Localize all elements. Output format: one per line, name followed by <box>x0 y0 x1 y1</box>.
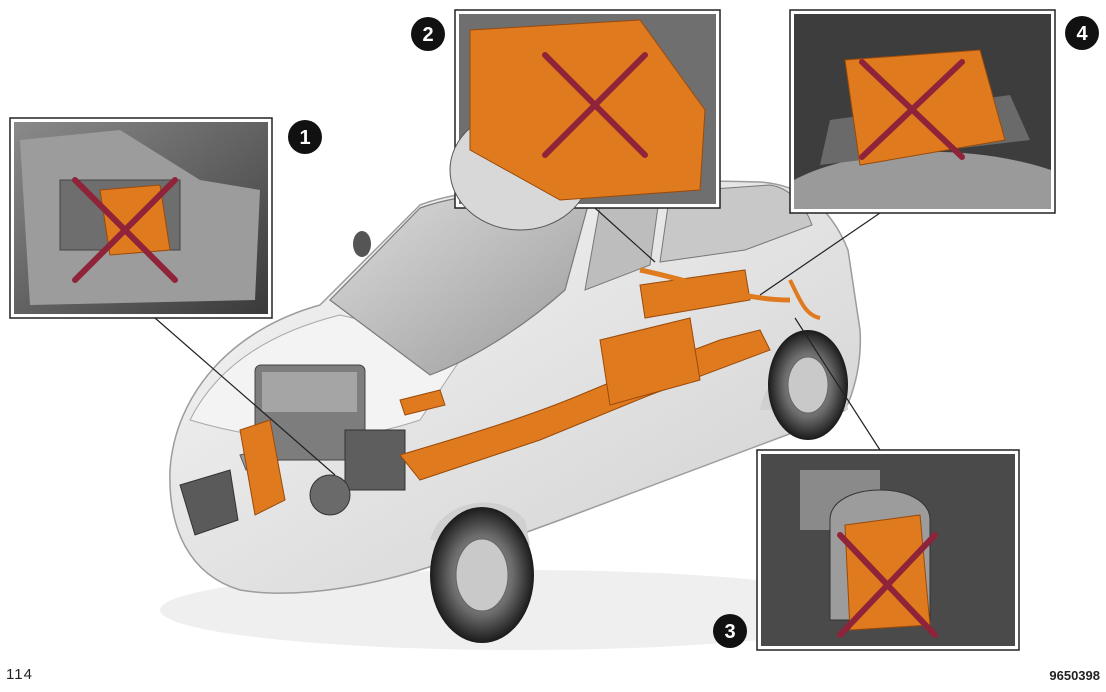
cross-mark-icon <box>542 52 648 158</box>
svg-text:3: 3 <box>724 621 735 643</box>
inset-2 <box>449 9 721 231</box>
number-badge-icon <box>713 614 747 648</box>
callout-badge-2: 2 <box>411 17 445 51</box>
cross-mark-icon <box>837 532 938 638</box>
number-badge-icon <box>288 120 322 154</box>
number-badge-icon <box>1065 16 1099 50</box>
leader-2 <box>594 207 656 263</box>
page-number: 114 <box>6 666 33 683</box>
figure-id: 9650398 <box>1049 668 1100 683</box>
callout-badge-4: 4 <box>1065 16 1099 50</box>
leader-4 <box>759 212 881 296</box>
svg-text:2: 2 <box>422 24 433 46</box>
inset-3 <box>756 449 1020 651</box>
car-illustration <box>160 180 880 650</box>
svg-text:4: 4 <box>1076 23 1088 45</box>
callout-badge-1: 1 <box>288 120 322 154</box>
callout-leaders <box>154 207 881 476</box>
leader-1 <box>154 317 336 476</box>
inset-3-hv-part <box>844 514 931 631</box>
car-grille <box>179 469 239 536</box>
leader-3 <box>794 317 881 451</box>
callout-badge-3: 3 <box>713 614 747 648</box>
number-badge-icon <box>411 17 445 51</box>
high-voltage-system <box>239 267 821 516</box>
svg-text:1: 1 <box>299 127 310 149</box>
inset-4 <box>789 9 1056 214</box>
inset-1 <box>9 117 273 319</box>
car-mirror <box>353 231 371 257</box>
cross-mark-icon <box>859 59 965 160</box>
cross-mark-icon <box>72 177 178 283</box>
